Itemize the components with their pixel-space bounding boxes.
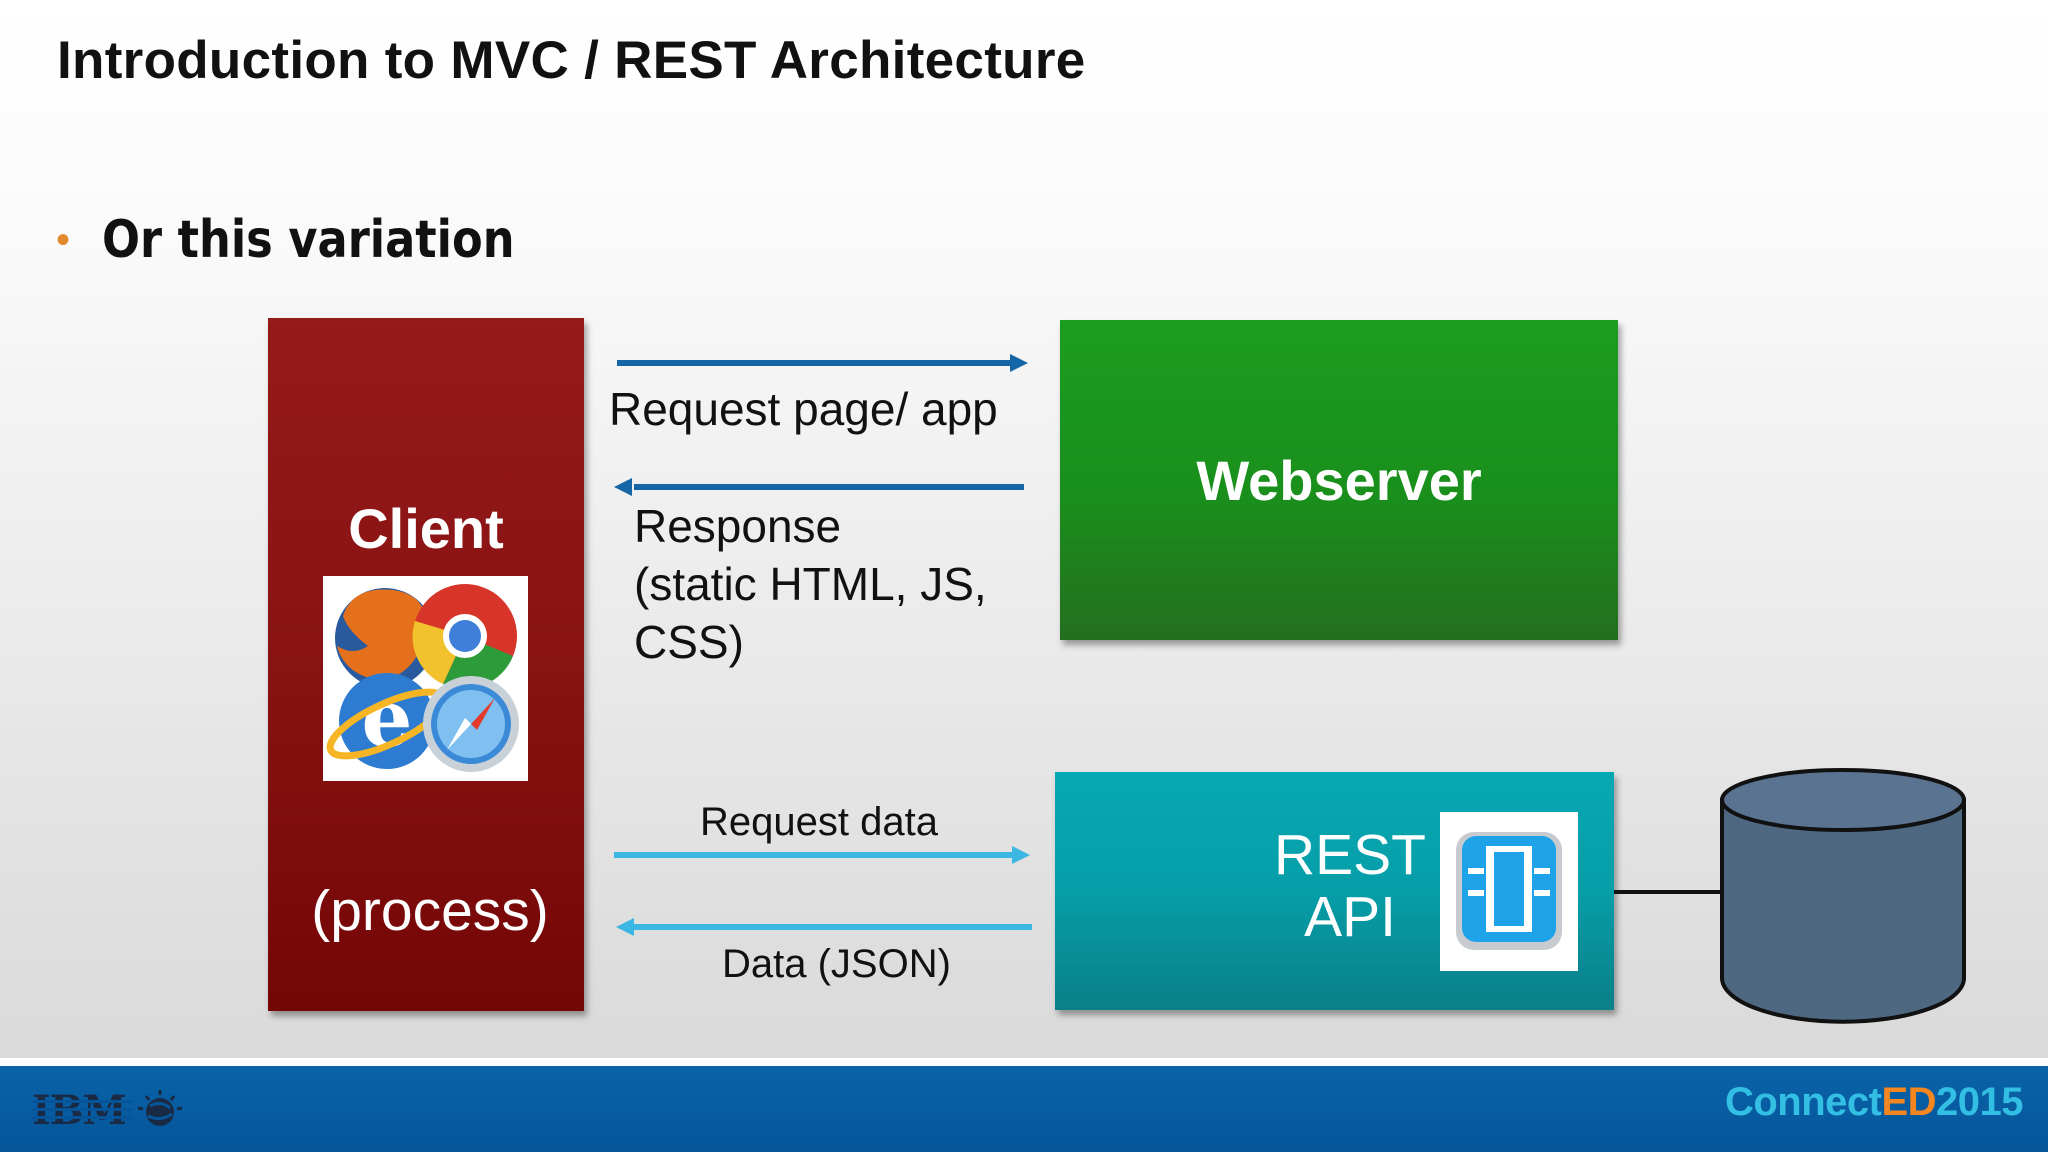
api-app-icon [1440,812,1578,971]
database-icon [1720,768,1966,1024]
label-response: Response (static HTML, JS, CSS) [634,497,987,671]
client-subtitle: (process) [311,879,549,943]
slide-title: Introduction to MVC / REST Architecture [57,31,1086,90]
arrow-response [614,478,1024,496]
rest-api-line1: REST [1273,823,1427,887]
webserver-box: Webserver [1060,320,1618,640]
brand-year: 2015 [1936,1080,2023,1124]
rest-api-label: REST API [1230,824,1470,948]
rest-api-line2: API [1304,885,1396,949]
firefox-flame [337,589,425,681]
client-title: Client [348,497,504,560]
client-box: Client e (process) [268,318,584,1011]
label-request-data: Request data [700,800,938,844]
label-response-line3: CSS) [634,616,744,668]
arrow-request-data [614,846,1030,864]
rest-api-box: REST API [1055,772,1614,1010]
bullet-text: Or this variation [102,210,515,270]
bullet-marker: • [56,218,71,262]
footer-divider [0,1058,2048,1066]
label-response-line1: Response [634,500,842,552]
browser-logos-icon: e [323,576,528,781]
ibm-logo: IBM [30,1086,185,1134]
webserver-label: Webserver [1196,449,1482,512]
label-response-line2: (static HTML, JS, [634,558,987,610]
label-data-json: Data (JSON) [722,942,951,986]
label-request-page: Request page/ app [609,383,998,435]
arrow-data-json [616,918,1032,936]
brand-connect: Connect [1724,1080,1882,1124]
brand-ed: ED [1881,1080,1937,1124]
footer-bar: IBM ConnectED2015 [0,1066,2048,1152]
bullet-item: • Or this variation [56,210,582,270]
arrow-request-page [617,354,1028,372]
connected-brand: ConnectED2015 [1724,1080,2024,1125]
